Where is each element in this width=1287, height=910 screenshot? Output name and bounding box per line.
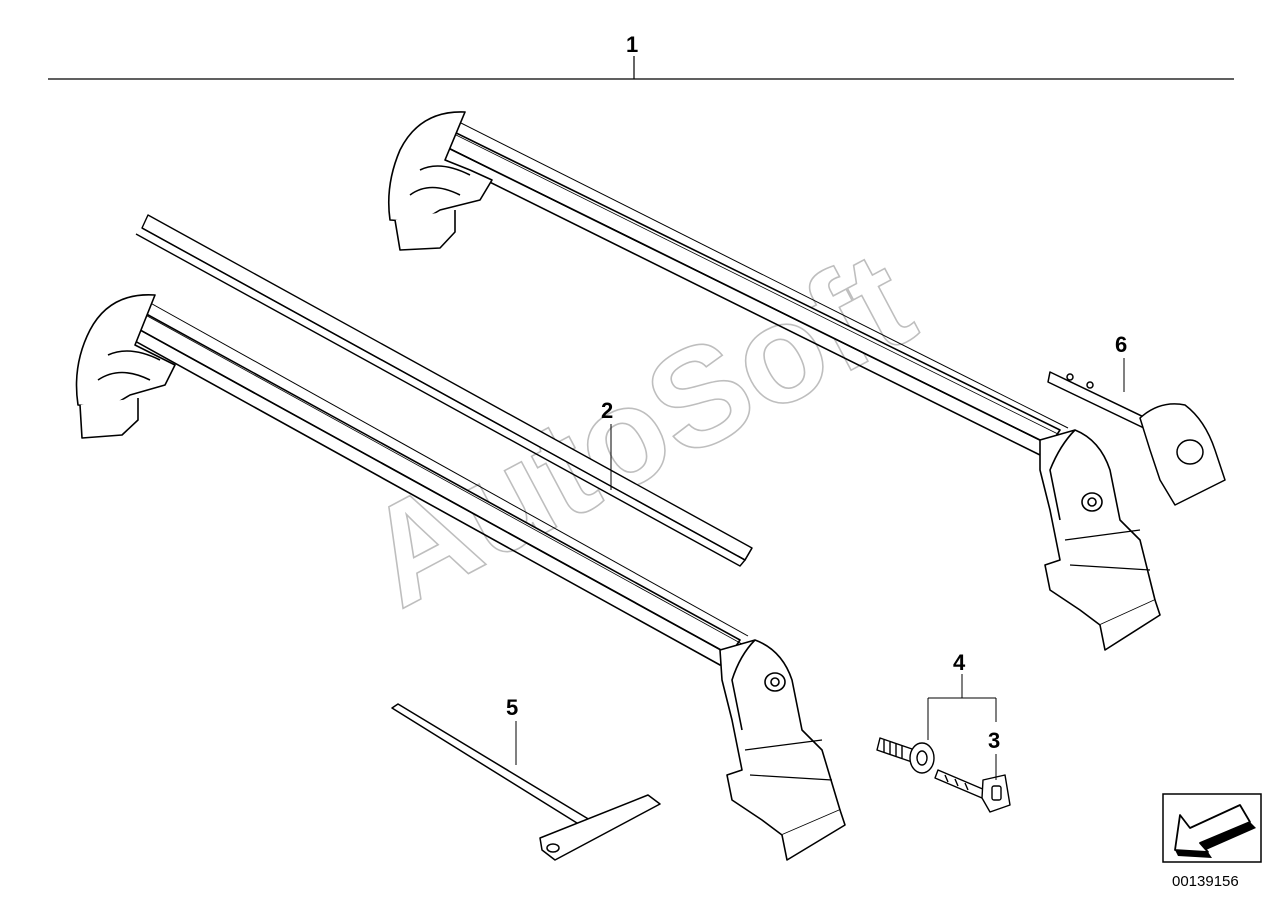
callout-2-group: 2 [601,398,613,490]
crossbar-rear [387,111,1161,651]
reference-number: 00139156 [1172,873,1239,890]
callout-3-group: 3 [988,728,1000,780]
callout-4: 4 [953,650,966,675]
crossbar-front [75,294,846,861]
callout-6-group: 6 [1115,332,1127,392]
callout-1: 1 [626,32,638,57]
end-cap-bracket [1047,371,1226,506]
rubber-strip [135,214,753,567]
callout-6: 6 [1115,332,1127,357]
callout-1-group: 1 [48,32,1234,80]
lock-and-key [876,737,1011,813]
torque-wrench [391,703,661,861]
callout-5-group: 5 [506,695,518,765]
direction-arrow-icon [1174,804,1251,853]
watermark-text: AutoSoft [340,220,935,636]
callout-2: 2 [601,398,613,423]
callout-4-group [927,674,997,740]
callout-5: 5 [506,695,518,720]
reference-box: 00139156 [1162,793,1262,890]
callout-3: 3 [988,728,1000,753]
watermark: AutoSoft [340,220,937,638]
